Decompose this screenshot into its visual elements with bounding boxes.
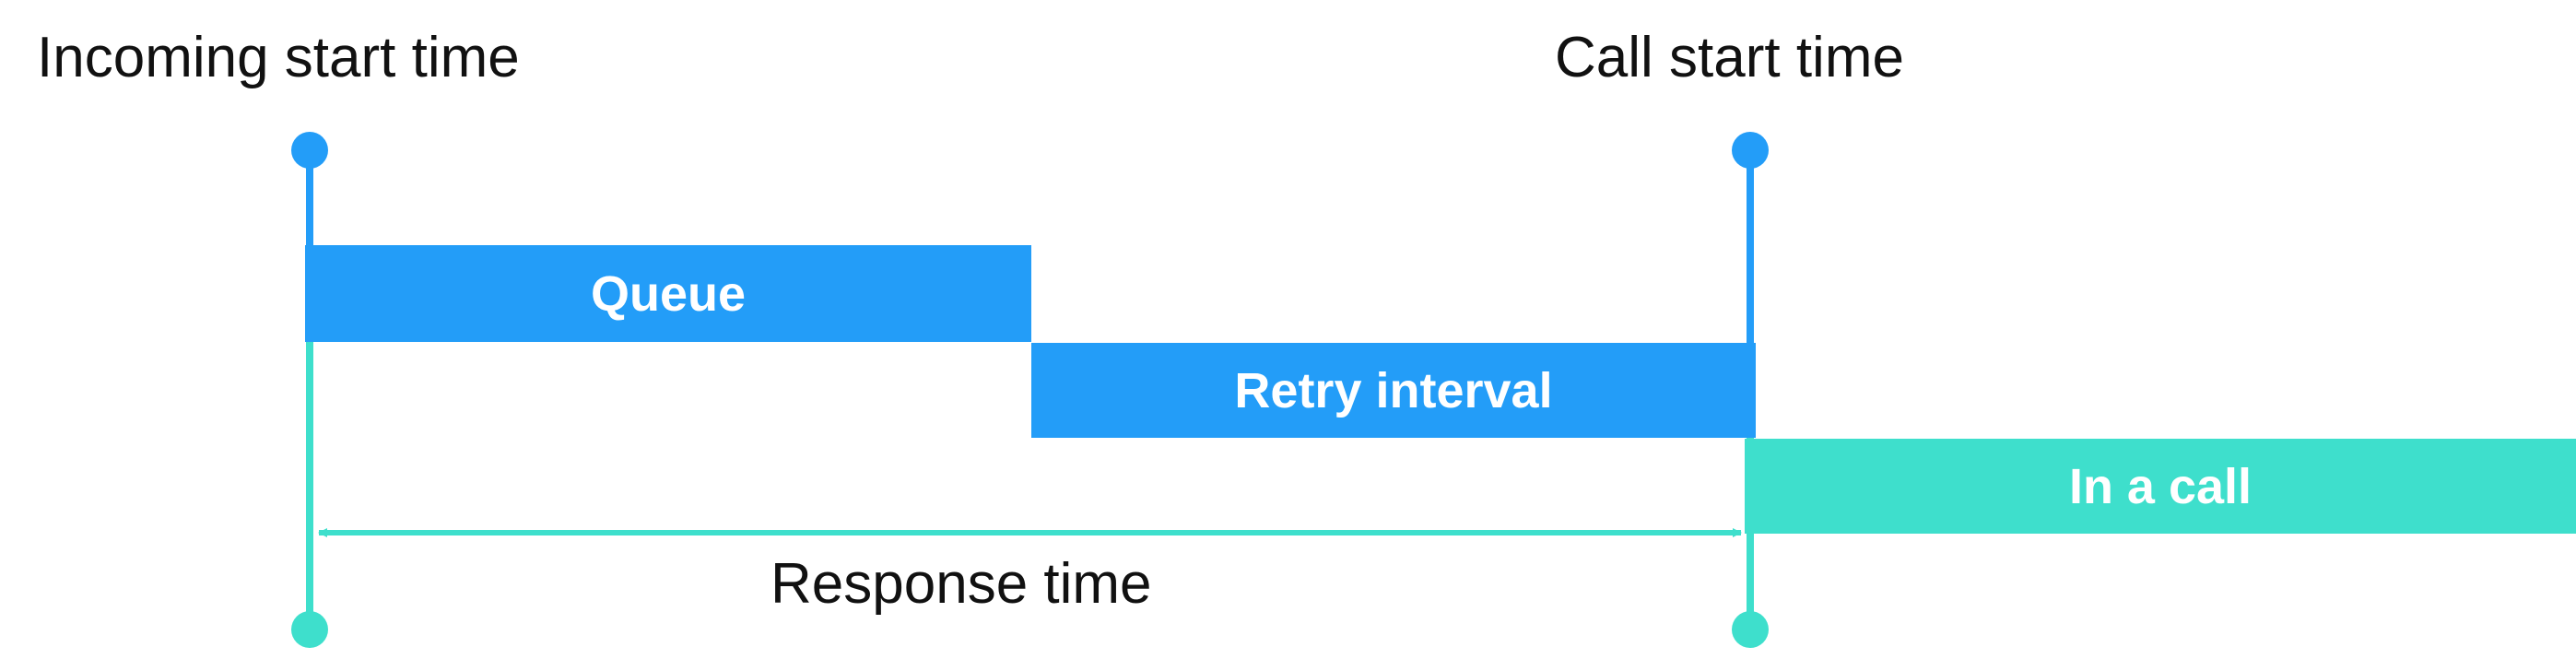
response-time-label: Response time: [770, 552, 1152, 616]
call-start-bottom-dot: [1732, 611, 1769, 648]
incoming-start-time-label: Incoming start time: [37, 26, 520, 89]
in-a-call-label: In a call: [2068, 458, 2253, 514]
incoming-start-top-dot: [291, 132, 328, 169]
incoming-start-bottom-dot: [291, 611, 328, 648]
retry-interval-segment: Retry interval: [1031, 343, 1756, 438]
queue-segment: Queue: [305, 245, 1031, 342]
call-start-top-dot: [1732, 132, 1769, 169]
queue-label: Queue: [590, 265, 747, 322]
call-start-time-label: Call start time: [1555, 26, 1904, 89]
in-a-call-segment: In a call: [1745, 439, 2576, 534]
retry-interval-label: Retry interval: [1234, 362, 1553, 418]
